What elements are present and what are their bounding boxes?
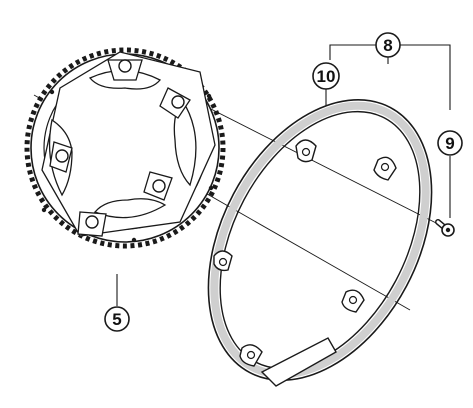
bolt-hole-bottom [85, 215, 99, 229]
chainring-window-right [173, 98, 197, 187]
callout-set: 8 [375, 32, 401, 58]
chainring-bolt-holes [55, 59, 185, 229]
chain-guard-outer-edge [207, 98, 433, 382]
chainring-arm-tabs [49, 59, 191, 237]
bolt-hole-top [118, 59, 132, 73]
chainring-teeth-ring [24, 47, 226, 249]
callout-label-guard: 10 [317, 67, 336, 86]
fixing-bolt [435, 219, 455, 237]
callout-label-bolt: 9 [445, 134, 454, 153]
callout-guard: 10 [312, 62, 340, 90]
bolt-hole-right [171, 95, 185, 109]
callout-bolt: 9 [437, 130, 463, 156]
bolt-hole-left [55, 149, 69, 163]
callout-label-set: 8 [383, 36, 392, 55]
chain-guard-channel [260, 337, 337, 387]
chainring [24, 47, 226, 249]
chainring-pin-holes [41, 89, 214, 243]
chain-guard-face [210, 101, 430, 379]
callout-chainring: 5 [104, 306, 130, 332]
bolt-socket [445, 227, 451, 233]
chain-guard [207, 98, 433, 387]
chainring-window-bottom [93, 198, 167, 219]
chain-guard-lug-holes [218, 147, 390, 360]
bolt-hole-lower-right [152, 179, 166, 193]
callout-label-chainring: 5 [112, 310, 121, 329]
